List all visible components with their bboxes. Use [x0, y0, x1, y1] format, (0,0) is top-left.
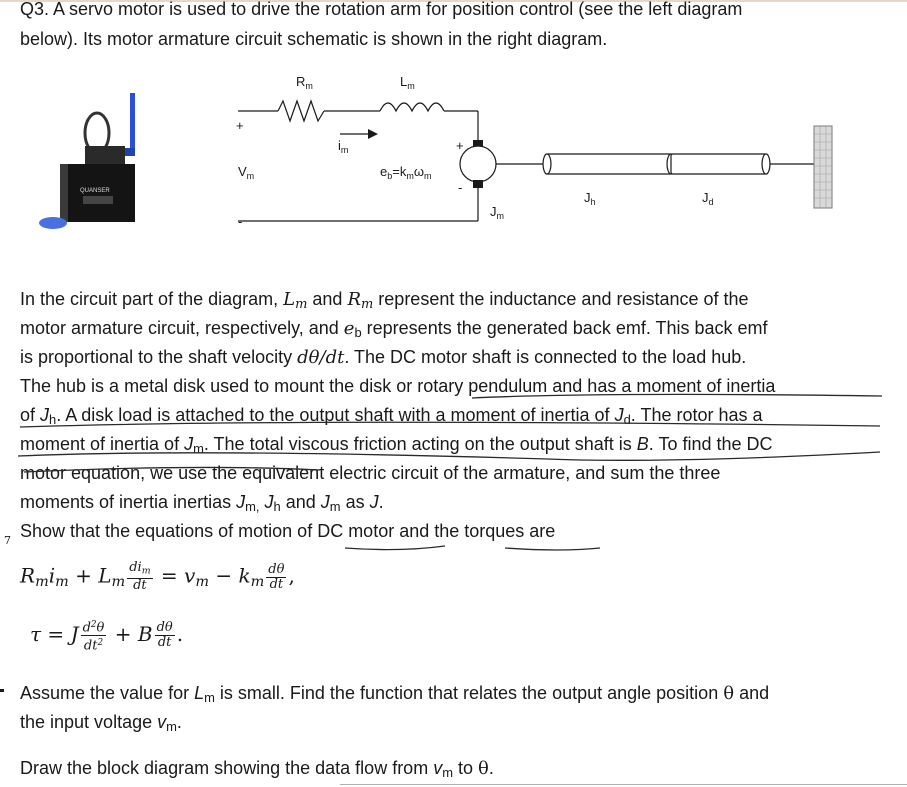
label-im: im — [338, 138, 348, 155]
ground-wall-hatch — [814, 126, 832, 208]
bottom-rule — [340, 784, 907, 785]
device-brand-label: QUANSER — [80, 188, 110, 194]
label-vm: Vm — [238, 164, 254, 181]
servo-box-side — [60, 164, 68, 222]
margin-mark: 7 — [4, 534, 11, 547]
label-rm: Rm — [296, 74, 313, 91]
paragraph-line-2: motor armature circuit, respectively, an… — [20, 318, 768, 341]
motor-top — [85, 146, 125, 166]
motor-brush-bottom — [473, 180, 483, 188]
motor-brush-top — [473, 140, 483, 148]
servo-device-illustration: QUANSER — [39, 93, 135, 229]
paragraph-line-9: Show that the equations of motion of DC … — [20, 521, 556, 541]
arm-rod — [130, 93, 135, 155]
inductor-lm — [379, 102, 445, 113]
bullet-mark — [0, 689, 4, 692]
label-jd: Jd — [702, 190, 714, 207]
assume-line-1: Assume the value for Lm is small. Find t… — [20, 683, 770, 706]
paragraph-line-8: moments of inertia inertias Jm, Jh and J… — [20, 492, 384, 515]
paragraph-line-5: of Jh. A disk load is attached to the ou… — [20, 405, 763, 428]
paragraph-line-3: is proportional to the shaft velocity dθ… — [20, 347, 747, 368]
disk-load-end — [761, 153, 771, 175]
armature-circuit-diagram: Rm Lm + Vm - im + eb=kmωm - Jm Jh Jd — [236, 74, 833, 229]
paragraph-line-1: In the circuit part of the diagram, Lm a… — [20, 289, 749, 313]
label-minus-right: - — [458, 180, 462, 195]
label-plus-left: + — [236, 118, 244, 133]
label-jm: Jm — [490, 204, 504, 221]
page-top-border — [0, 0, 907, 2]
device-label-plate — [83, 196, 113, 204]
load-hub-end — [542, 153, 552, 175]
ground-wall — [813, 125, 833, 209]
disk-load-cylinder — [670, 153, 769, 175]
question-line-1: Q3. A servo motor is used to drive the r… — [20, 0, 743, 19]
label-lm: Lm — [400, 74, 415, 91]
label-minus-left: - — [238, 214, 242, 229]
handwritten-underlines — [17, 393, 883, 551]
paragraph-line-6: moment of inertia of Jm. The total visco… — [20, 434, 773, 457]
load-hub-cylinder — [544, 153, 674, 175]
label-plus-right: + — [456, 138, 464, 153]
assume-line-2: the input voltage vm. — [20, 712, 182, 735]
base-disk — [39, 217, 67, 229]
question-line-2: below). Its motor armature circuit schem… — [20, 29, 608, 49]
paragraph-line-4: The hub is a metal disk used to mount th… — [20, 376, 776, 396]
current-arrow-head — [368, 129, 378, 139]
motor-armature — [459, 145, 497, 183]
label-jh: Jh — [584, 190, 596, 207]
resistor-rm — [277, 99, 325, 123]
label-eb: eb=kmωm — [380, 164, 432, 181]
servo-box — [60, 164, 135, 222]
draw-line: Draw the block diagram showing the data … — [20, 758, 494, 781]
